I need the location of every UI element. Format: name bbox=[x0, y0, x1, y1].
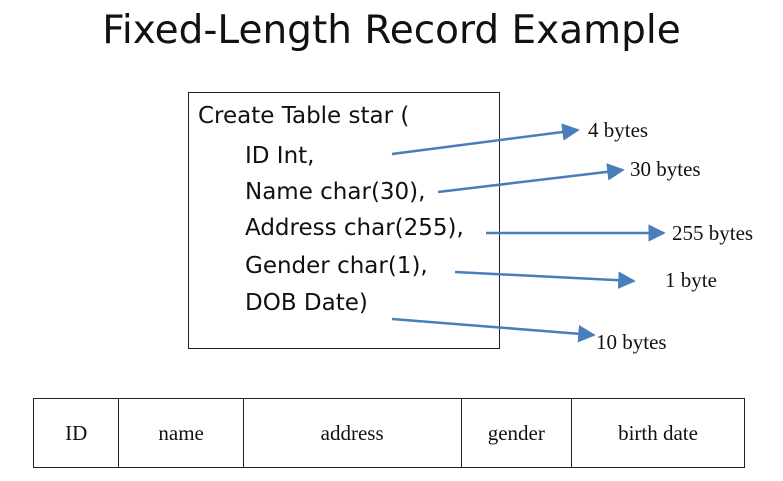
record-field-address: address bbox=[242, 398, 462, 468]
code-line-address: Address char(255), bbox=[245, 215, 464, 241]
code-line-create-table: Create Table star ( bbox=[198, 103, 410, 129]
size-label-dob: 10 bytes bbox=[596, 330, 667, 354]
page-title: Fixed-Length Record Example bbox=[102, 8, 681, 53]
code-line-id: ID Int, bbox=[245, 143, 315, 169]
code-line-dob: DOB Date) bbox=[245, 290, 368, 316]
fixed-length-record: ID name address gender birth date bbox=[32, 398, 745, 468]
size-label-name: 30 bytes bbox=[630, 157, 701, 181]
record-field-birth-date: birth date bbox=[571, 398, 745, 468]
record-row: ID name address gender birth date bbox=[32, 398, 745, 468]
arrow-dob bbox=[391, 317, 596, 343]
arrow-gender bbox=[454, 270, 636, 289]
size-label-id: 4 bytes bbox=[588, 118, 649, 142]
record-field-gender: gender bbox=[460, 398, 573, 468]
size-label-address: 255 bytes bbox=[672, 221, 754, 245]
create-table-box bbox=[188, 92, 500, 349]
record-field-name: name bbox=[118, 398, 244, 468]
arrow-name bbox=[437, 163, 625, 194]
size-label-gender: 1 byte bbox=[665, 268, 717, 292]
code-line-gender: Gender char(1), bbox=[245, 253, 428, 279]
arrow-id bbox=[391, 123, 580, 156]
code-line-name: Name char(30), bbox=[245, 179, 426, 205]
record-field-id: ID bbox=[32, 398, 120, 468]
